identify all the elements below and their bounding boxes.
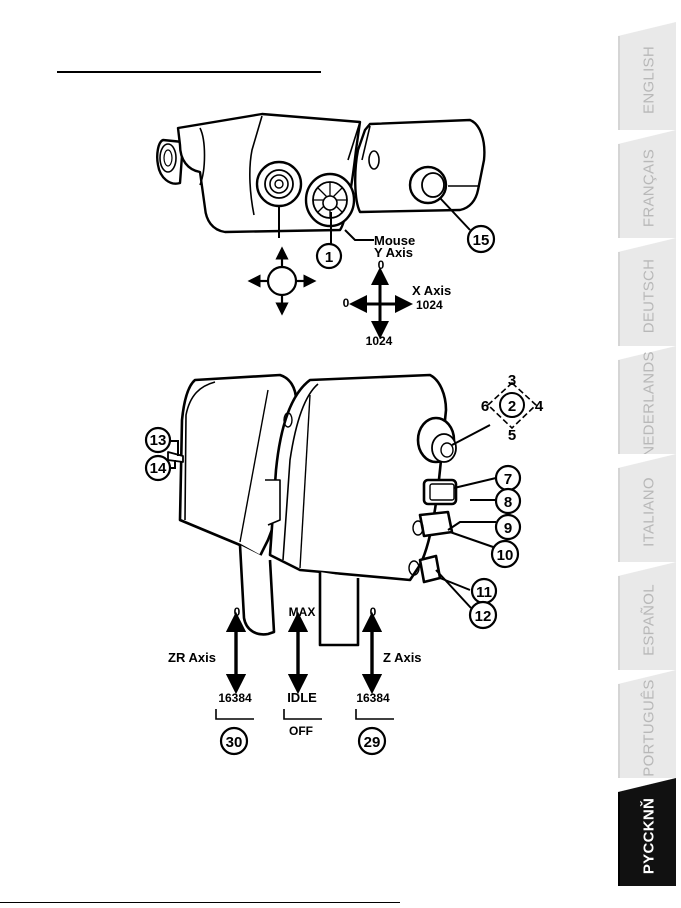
y-axis-top-value: 0: [378, 258, 385, 272]
svg-text:11: 11: [476, 584, 492, 601]
x-axis-left-value: 0: [343, 296, 350, 310]
hat-down-label: 5: [508, 427, 516, 444]
z-axis-top-value: 0: [370, 605, 377, 619]
zr-axis-label: ZR Axis: [168, 650, 216, 665]
language-tab-6[interactable]: PORTUGUÊS: [618, 678, 676, 778]
svg-text:10: 10: [497, 547, 514, 564]
language-tab-label: ESPAÑOL: [641, 584, 658, 656]
z-axis-label: Z Axis: [383, 650, 422, 665]
svg-text:7: 7: [504, 471, 512, 488]
language-tab-1[interactable]: FRANÇAIS: [618, 138, 676, 238]
callout-13: 13: [146, 428, 170, 452]
language-tab-5[interactable]: ESPAÑOL: [618, 570, 676, 670]
off-label: OFF: [289, 724, 313, 738]
y-axis-bottom-value: 1024: [366, 334, 393, 348]
hat-right-label: 4: [535, 398, 544, 415]
throttle-diagram: 1 Mouse Y Axis 0 X Axis 0 1024 1024 15: [0, 0, 612, 908]
hat-left-label: 6: [481, 398, 489, 415]
callout-14: 14: [146, 456, 170, 480]
zr-axis-bottom-value: 16384: [218, 691, 252, 705]
x-axis-right-value: 1024: [416, 298, 443, 312]
svg-text:9: 9: [504, 520, 512, 537]
x-axis-label: X Axis: [412, 283, 451, 298]
callout-12: 12: [470, 602, 496, 628]
language-tab-2[interactable]: DEUTSCH: [618, 246, 676, 346]
z-detent-symbol: [356, 709, 394, 719]
language-tab-3[interactable]: NEDERLANDS: [618, 354, 676, 454]
language-tab-label: PORTUGUÊS: [641, 679, 658, 776]
language-tab-7[interactable]: PYCCKNŇ: [618, 786, 676, 886]
language-tab-label: FRANÇAIS: [641, 149, 658, 227]
hat-center-label: 2: [508, 398, 516, 415]
svg-text:1: 1: [325, 249, 333, 266]
language-tab-label: ITALIANO: [641, 477, 658, 547]
svg-text:30: 30: [226, 734, 243, 751]
z-axis-bottom-value: 16384: [356, 691, 390, 705]
idle-detent-symbol: [284, 709, 322, 719]
callout-15: 15: [468, 226, 494, 252]
zr-axis-top-value: 0: [234, 605, 241, 619]
language-tab-label: DEUTSCH: [641, 259, 658, 334]
callout-11: 11: [472, 579, 496, 603]
idle-label: IDLE: [287, 690, 317, 705]
callout-30: 30: [221, 728, 247, 754]
svg-text:13: 13: [150, 432, 167, 449]
svg-text:14: 14: [150, 460, 167, 477]
callout-8: 8: [496, 489, 520, 513]
footer-rule: [0, 902, 400, 903]
language-tabs: ENGLISH FRANÇAIS DEUTSCH NEDERLANDS ITALIANO…: [618, 30, 676, 898]
callout-7: 7: [496, 466, 520, 490]
language-tab-0[interactable]: ENGLISH: [618, 30, 676, 130]
language-tab-label: PYCCKNŇ: [641, 798, 658, 874]
svg-text:12: 12: [475, 608, 492, 625]
language-tab-4[interactable]: ITALIANO: [618, 462, 676, 562]
max-label: MAX: [289, 605, 316, 619]
top-throttle-drawing: [157, 114, 484, 232]
svg-text:29: 29: [364, 734, 381, 751]
language-tab-label: ENGLISH: [641, 46, 658, 114]
hat-up-label: 3: [508, 372, 516, 389]
callout-10: 10: [492, 541, 518, 567]
language-tab-label: NEDERLANDS: [641, 351, 658, 457]
four-way-direction-icon: [254, 253, 310, 309]
svg-text:15: 15: [473, 232, 490, 249]
callout-9: 9: [496, 515, 520, 539]
svg-text:8: 8: [504, 494, 512, 511]
mouse-axis-cross: [358, 276, 404, 330]
callout-29: 29: [359, 728, 385, 754]
zr-detent-symbol: [216, 709, 254, 719]
callout-1: 1: [317, 244, 341, 268]
